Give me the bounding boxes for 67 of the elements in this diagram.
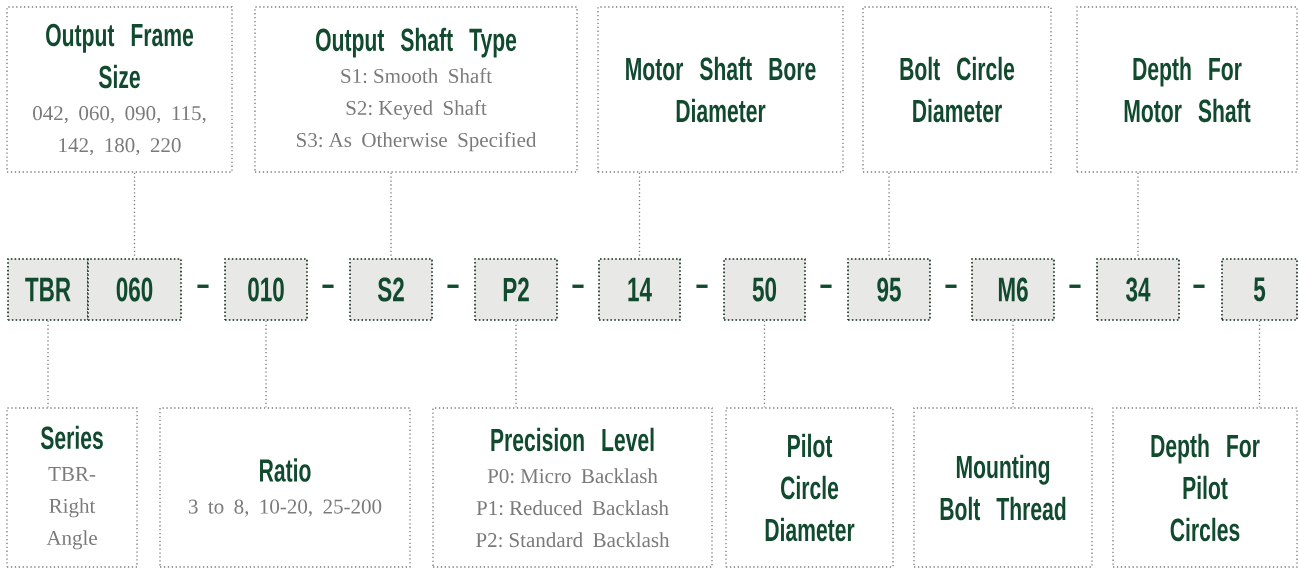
body-text: 3 to 8, 10-20, 25-200: [188, 499, 382, 517]
label-box: [725, 407, 894, 568]
label-box: [6, 6, 233, 173]
code-text: 14: [628, 277, 652, 302]
label-box: [254, 6, 578, 173]
code-text: 95: [877, 277, 901, 302]
separator-dash: –: [197, 284, 209, 288]
heading: Depth For Pilot Circles: [1151, 433, 1260, 542]
separator-dash: –: [820, 284, 832, 288]
code-text: 34: [1126, 277, 1151, 302]
code-box: [474, 258, 558, 321]
heading: Depth For Motor Shaft: [1124, 56, 1251, 123]
label-box: [597, 6, 844, 173]
heading: Motor Shaft Bore Diameter: [626, 56, 816, 123]
separator-dash: –: [1193, 284, 1205, 288]
heading: Bolt Circle Diameter: [900, 56, 1015, 123]
separator-dash: –: [447, 284, 459, 288]
code-box: [7, 258, 89, 321]
code-text: TBR: [25, 277, 71, 302]
code-box: [1096, 258, 1180, 321]
leader-line: [638, 172, 641, 259]
body-text: 042, 060, 090, 115, 142, 180, 220: [33, 106, 206, 156]
code-text: 50: [752, 277, 777, 302]
code-text: P2: [503, 277, 529, 302]
code-box: [224, 258, 308, 321]
body-text: S3: As Otherwise Specified: [297, 132, 537, 152]
body-text: TBR- Right Angle: [46, 467, 97, 550]
separator-dash: –: [572, 284, 584, 288]
code-text: 060: [116, 277, 153, 302]
heading: Ratio: [260, 458, 311, 482]
body-text: S2: Keyed Shaft: [346, 100, 487, 120]
heading: Output Shaft Type: [316, 27, 517, 58]
label-box: [862, 6, 1052, 173]
separator-dash: –: [945, 284, 957, 288]
heading: Precision Level: [491, 427, 654, 452]
code-text: M6: [998, 277, 1028, 302]
code-box: [847, 258, 931, 321]
code-text: S2: [377, 277, 404, 302]
heading: Series: [40, 425, 103, 450]
leader-line: [888, 172, 890, 259]
heading: Mounting Bolt Thread: [940, 454, 1066, 521]
code-text: 010: [248, 277, 284, 302]
label-box: [913, 407, 1093, 568]
code-box: [971, 258, 1055, 321]
code-box: [598, 258, 681, 321]
leader-line: [1137, 172, 1139, 259]
label-box: [6, 407, 138, 568]
code-box: [723, 258, 806, 321]
label-box: [159, 407, 411, 568]
label-box: [1112, 407, 1298, 568]
separator-dash: –: [1069, 284, 1081, 288]
code-text: 5: [1253, 277, 1266, 302]
leader-line: [133, 172, 136, 259]
body-text: S1: Smooth Shaft: [341, 68, 492, 84]
label-box: [1076, 6, 1298, 173]
separator-dash: –: [696, 284, 708, 288]
heading: Output Frame Size: [46, 23, 194, 89]
separator-dash: –: [322, 284, 334, 288]
label-box: [432, 407, 713, 568]
code-box: [87, 258, 182, 321]
heading: Pilot Circle Diameter: [765, 433, 855, 542]
leader-line: [390, 172, 392, 259]
code-box: [1221, 258, 1298, 321]
code-box: [349, 258, 433, 321]
body-text: P2: Standard Backlash: [476, 532, 670, 548]
body-text: P1: Reduced Backlash: [476, 500, 669, 516]
body-text: P0: Micro Backlash: [487, 468, 658, 484]
